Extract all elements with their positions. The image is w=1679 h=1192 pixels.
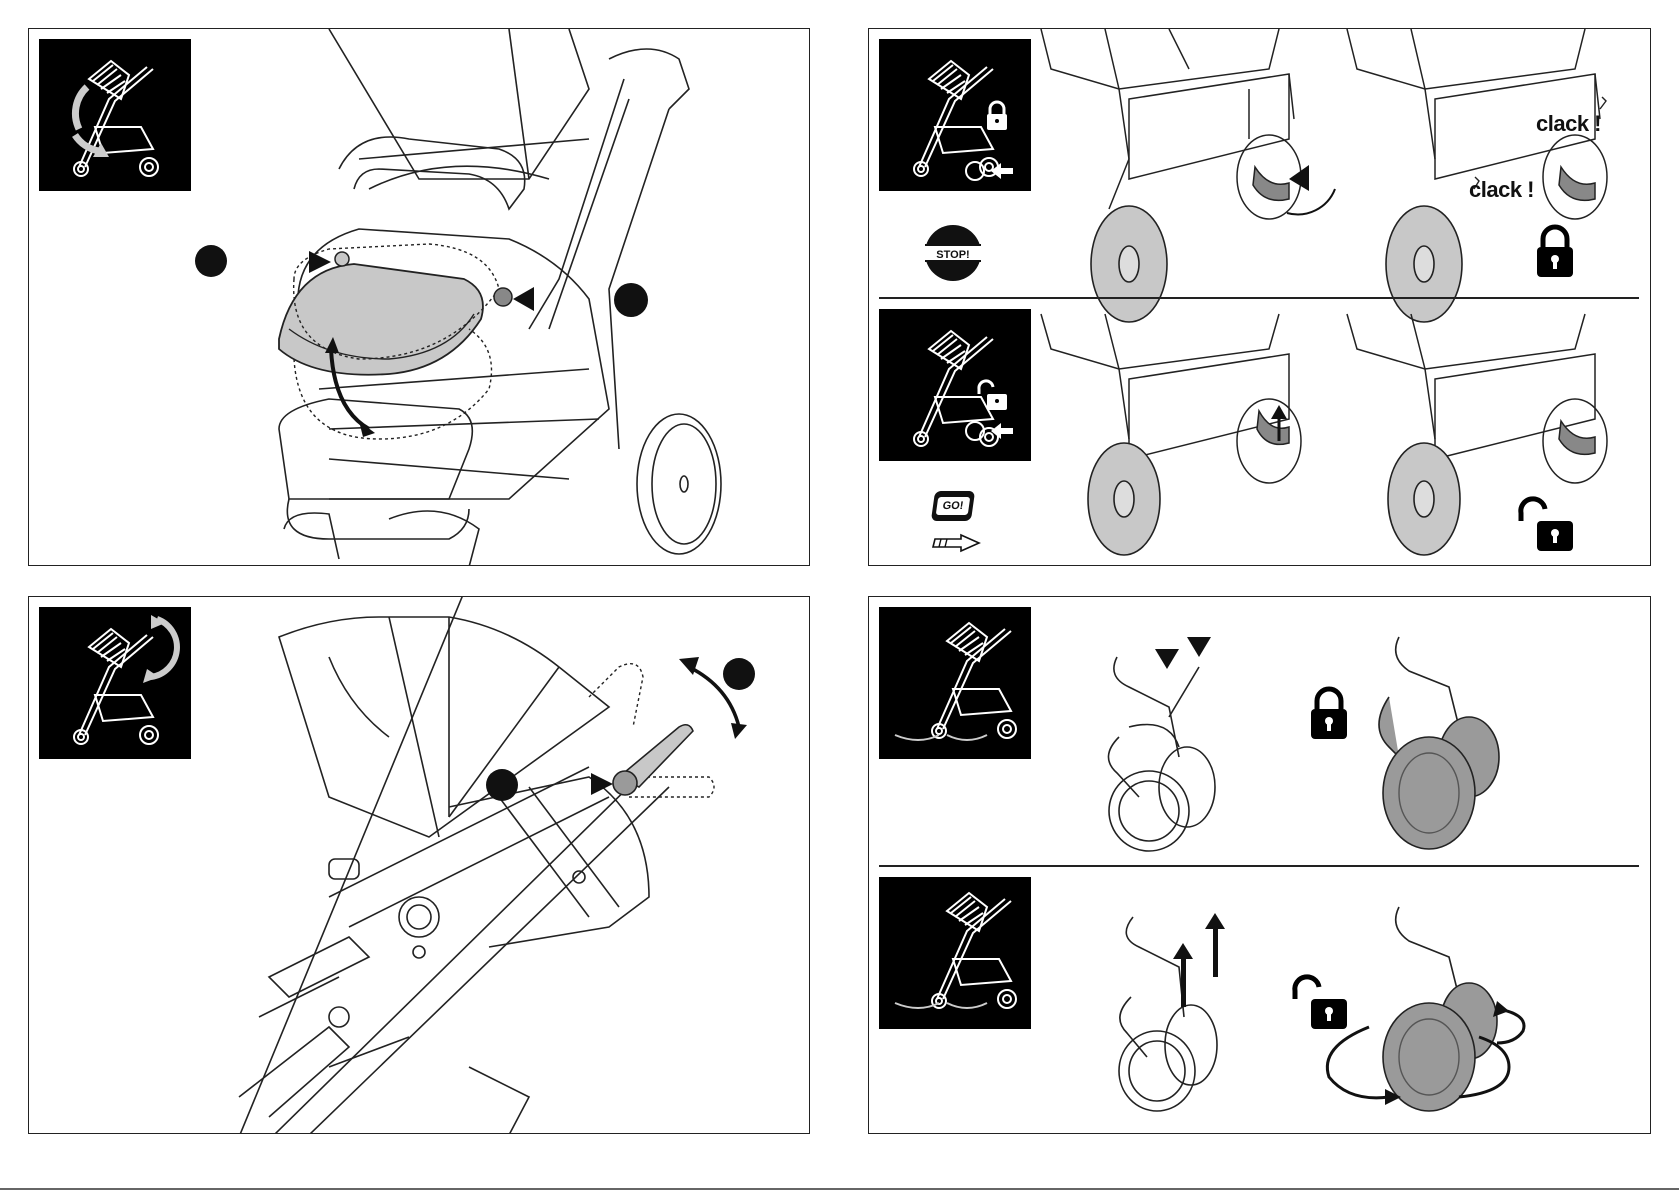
step-dot-icon: [614, 283, 648, 317]
page-bottom-rule: [0, 1188, 1679, 1190]
panel-wheel-brake: STOP!: [868, 28, 1651, 566]
step-dot-icon: [195, 245, 227, 277]
padlock-closed-icon: [1311, 689, 1347, 739]
stroller-seat-illustration: [29, 29, 810, 566]
clack-sound-lower: clack !: [1469, 177, 1534, 203]
panel-divider: [879, 297, 1639, 299]
handlebar-illustration: [29, 597, 810, 1134]
panel-swivel-wheel-lock: [868, 596, 1651, 1134]
padlock-open-icon: [1295, 977, 1347, 1029]
stroller-brake-unlock-icon: [879, 309, 1031, 461]
go-sign-icon: GO!: [931, 491, 975, 521]
clack-sound-upper: clack !: [1536, 111, 1601, 137]
panel-divider: [879, 865, 1639, 867]
panel-canopy-rotation: [28, 28, 810, 566]
press-arrow-right-icon: [513, 287, 534, 311]
arrow-right-icon: [931, 533, 983, 553]
press-arrow-icon: [591, 773, 613, 795]
step-dot-icon: [723, 658, 755, 690]
stroller-swivel-unlock-icon: [879, 877, 1031, 1029]
padlock-open-icon: [1521, 499, 1573, 551]
step-dot-icon: [486, 769, 518, 801]
panel-handlebar-adjust: [28, 596, 810, 1134]
go-sign-label: GO!: [936, 497, 971, 515]
padlock-closed-icon: [1537, 227, 1573, 277]
